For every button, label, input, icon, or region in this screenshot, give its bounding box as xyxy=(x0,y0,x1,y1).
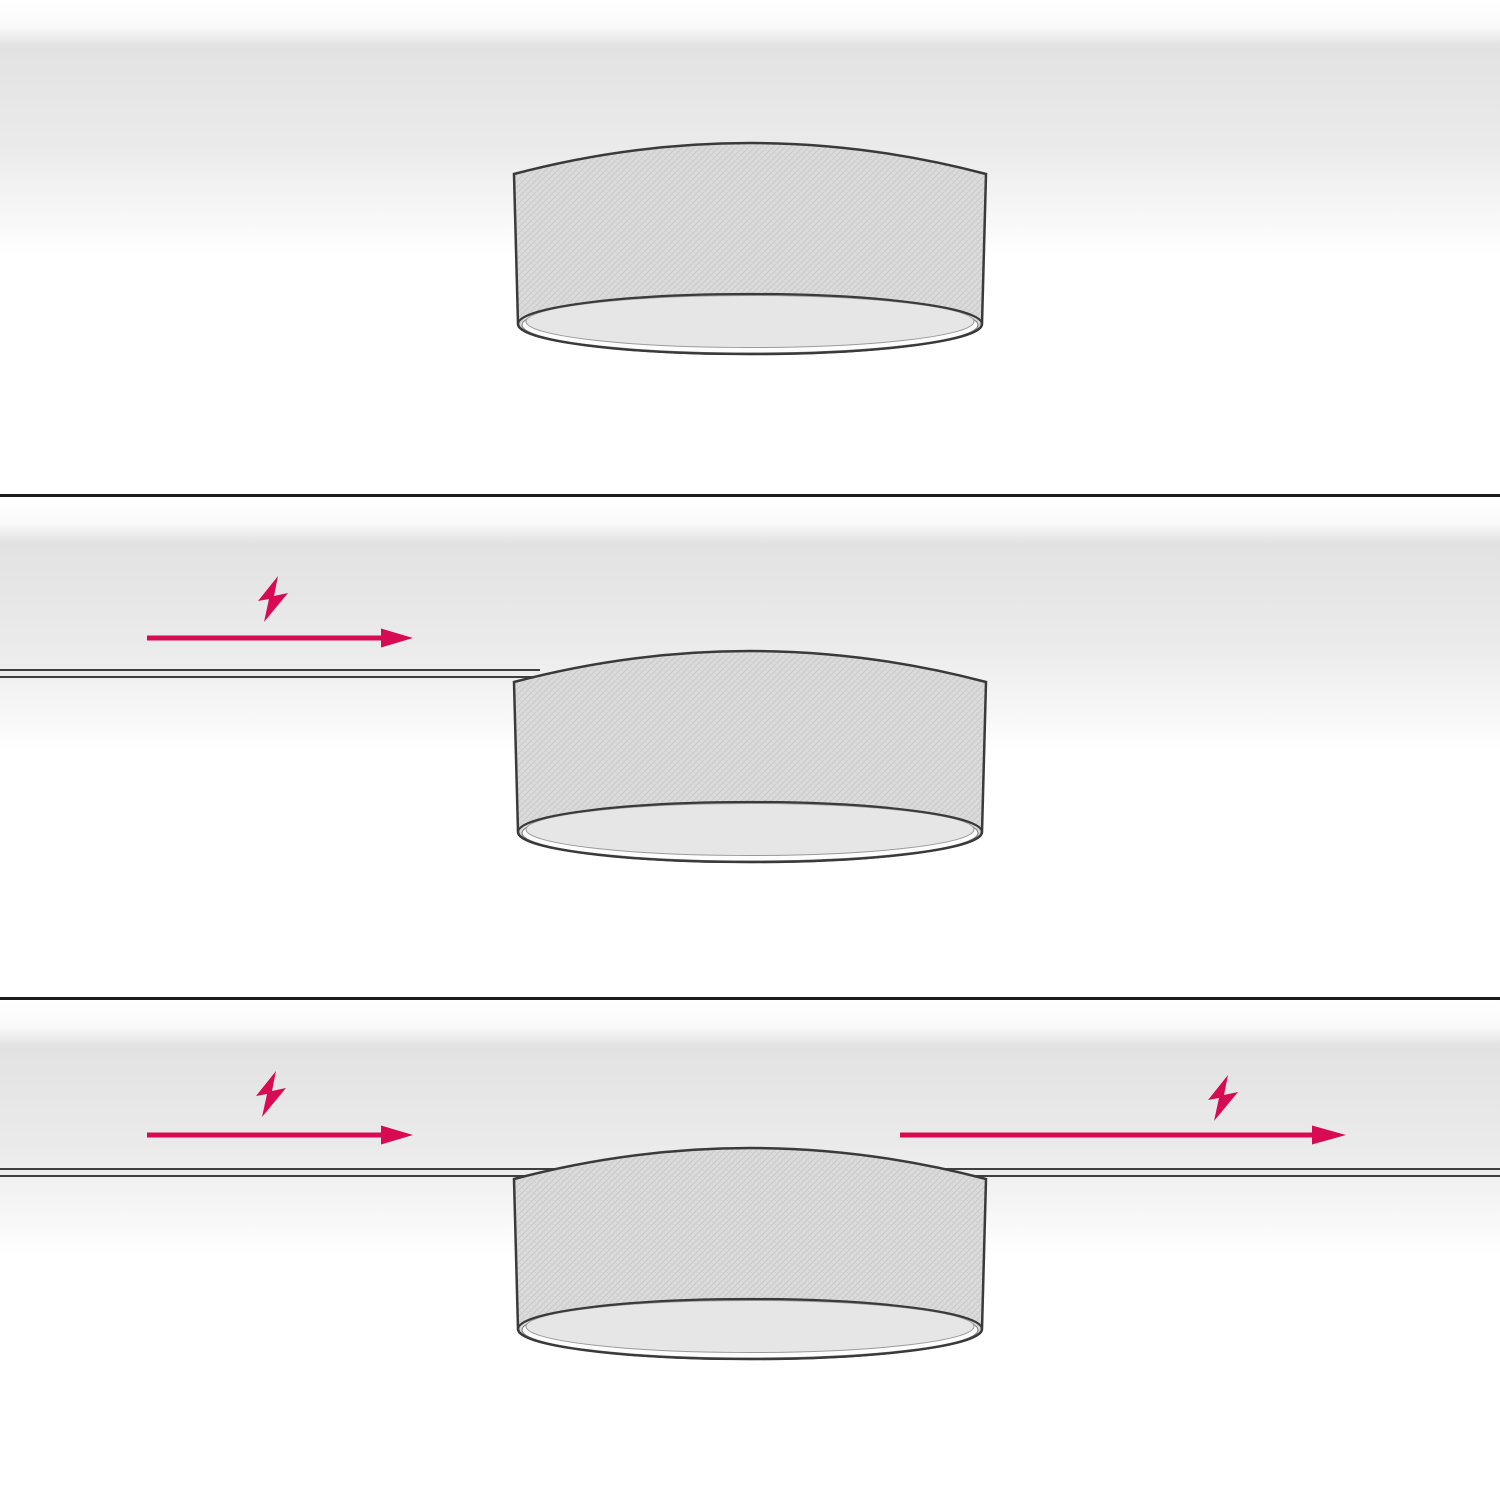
arrow-head xyxy=(381,1125,413,1145)
panel-cable-through xyxy=(0,1000,1500,1500)
shade-bottom-rim xyxy=(516,1297,984,1361)
drum-lampshade-illustration xyxy=(512,141,988,356)
lightning-bolt-icon xyxy=(1208,1075,1238,1121)
current-direction-arrow-icon xyxy=(147,628,413,648)
current-direction-arrow-icon xyxy=(147,1125,413,1145)
panel-cable-from-left xyxy=(0,497,1500,997)
lightning-bolt-icon xyxy=(256,1071,286,1117)
current-direction-arrow-icon xyxy=(900,1125,1346,1145)
panel-lamp-only xyxy=(0,0,1500,494)
panel-divider xyxy=(0,997,1500,1000)
panel-divider xyxy=(0,494,1500,497)
arrow-head xyxy=(381,628,413,648)
diffuser-inner xyxy=(525,803,975,856)
shade-bottom-rim xyxy=(516,800,984,864)
drum-lampshade-illustration xyxy=(512,1146,988,1361)
arrow-head xyxy=(1312,1125,1346,1145)
lightning-bolt-shape xyxy=(258,576,288,622)
diffuser-inner xyxy=(525,1300,975,1353)
power-cable-left xyxy=(0,669,540,678)
diffuser-inner xyxy=(525,295,975,348)
shade-bottom-rim xyxy=(516,292,984,356)
lightning-bolt-icon xyxy=(258,576,288,622)
drum-lampshade-illustration xyxy=(512,649,988,864)
lightning-bolt-shape xyxy=(256,1071,286,1117)
lightning-bolt-shape xyxy=(1208,1075,1238,1121)
